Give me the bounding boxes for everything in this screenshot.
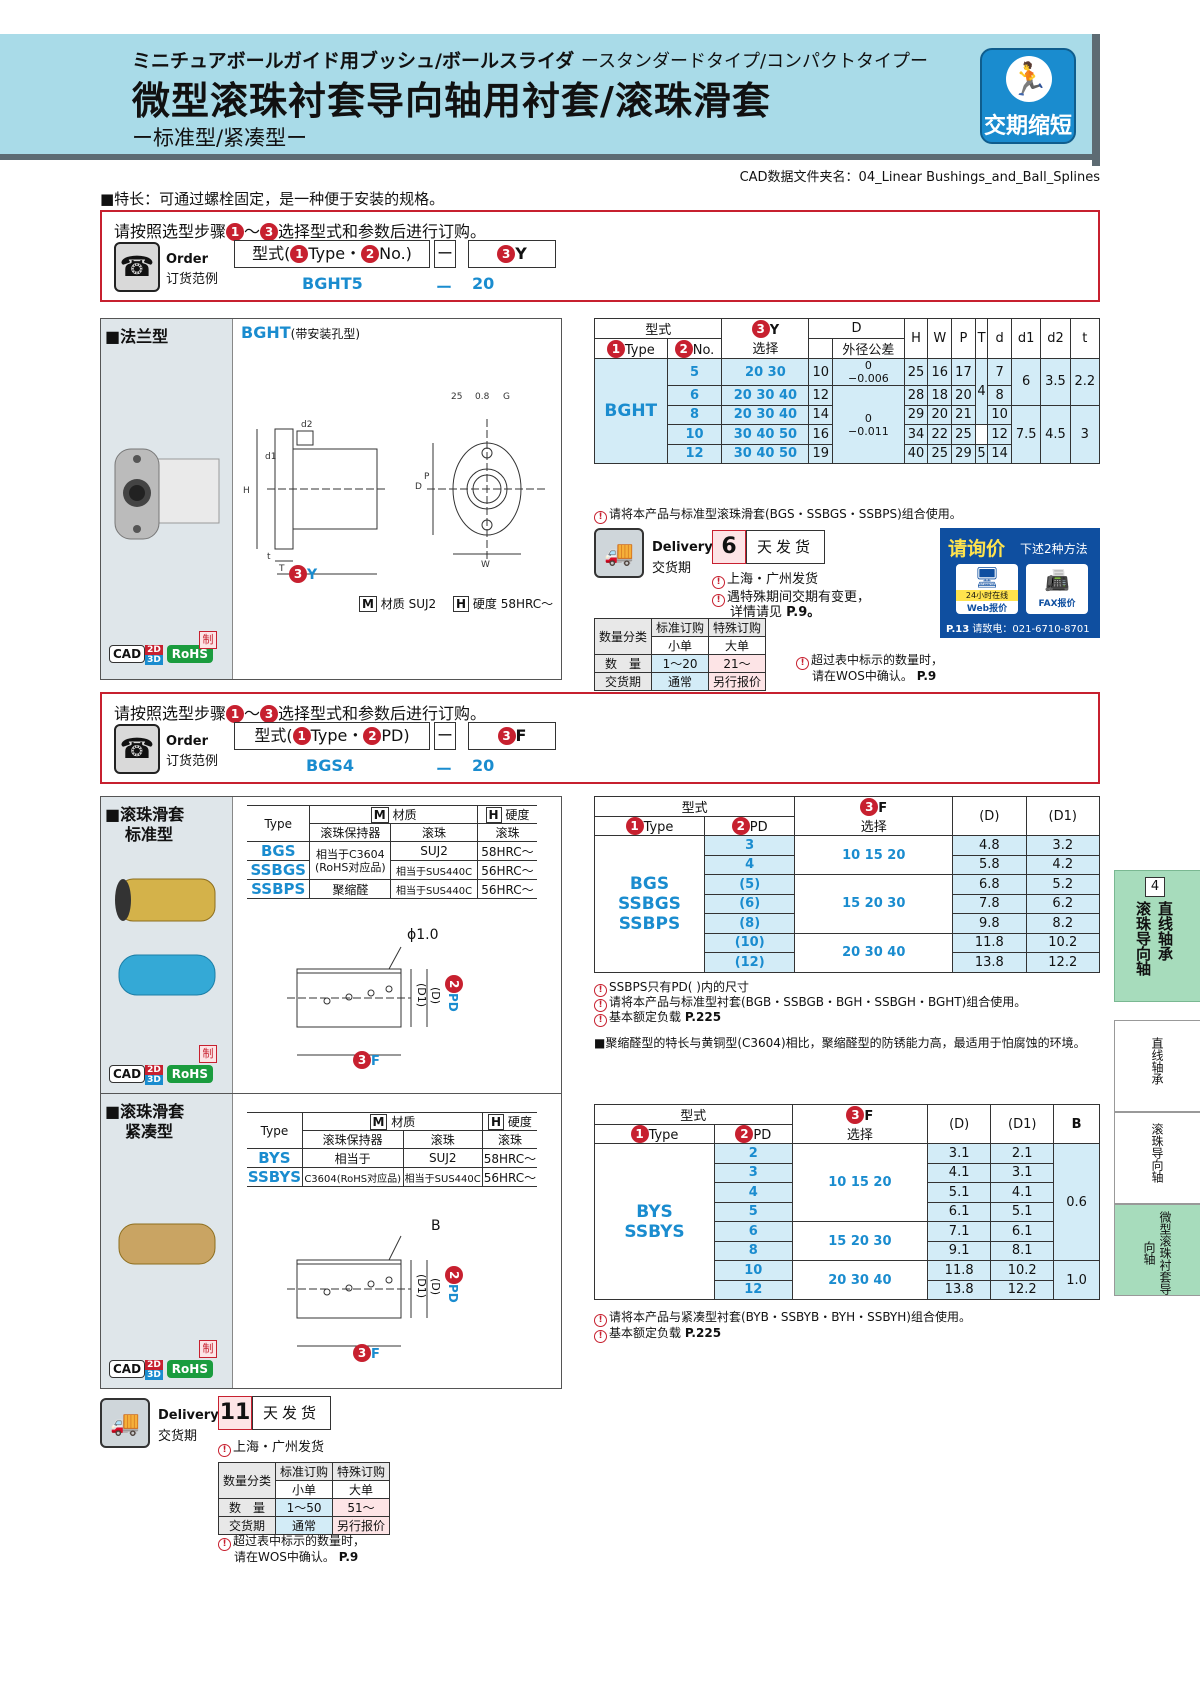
svg-text:W: W [481, 560, 490, 570]
web-quote-button[interactable]: 🖥 24小时在线 Web报价 [956, 564, 1018, 614]
price-inquiry-panel: 请询价 下述2种方法 🖥 24小时在线 Web报价 📠 FAX报价 P.13 请… [940, 528, 1100, 638]
compact-slider-photo [118, 1223, 216, 1265]
svg-text:d2: d2 [301, 420, 312, 430]
compact-drawing [287, 1235, 428, 1347]
svg-text:t: t [267, 552, 271, 562]
jp-title: ミニチュアボールガイド用ブッシュ/ボールスライダ ースタンダードタイプ/コンパク… [132, 50, 929, 72]
page-subtitle: ー标准型/紧凑型ー [132, 126, 308, 150]
fax-icon: 📠 [1044, 568, 1070, 592]
ball-slider-photo [115, 878, 216, 996]
runner-clock-icon: 🏃 [1006, 56, 1052, 102]
svg-text:P: P [424, 472, 430, 482]
order-phone-icon: ☎ [114, 242, 160, 292]
svg-text:T: T [278, 564, 285, 574]
slider-drawing [287, 946, 428, 1056]
svg-text:D: D [415, 482, 422, 492]
side-tab-ball-guide[interactable]: 滚珠导向轴 [1114, 1112, 1200, 1204]
side-tab-micro-ball[interactable]: 微型滚珠衬套导向轴 [1114, 1204, 1200, 1296]
delivery-truck-icon: 🚚 [594, 528, 644, 578]
flange-bushing-photo [114, 448, 220, 540]
cad-folder-name: CAD数据文件夹名：04_Linear Bushings_and_Ball_Sp… [739, 170, 1100, 185]
header-band [0, 34, 1100, 160]
page-title: 微型滚珠衬套导向轴用衬套/滚珠滑套 [132, 79, 771, 123]
svg-text:d1: d1 [265, 452, 276, 462]
fax-quote-button[interactable]: 📠 FAX报价 [1026, 564, 1088, 614]
svg-text:H: H [243, 486, 250, 496]
svg-text:0.8: 0.8 [475, 392, 490, 402]
computer-icon: 🖥 [974, 565, 1000, 589]
flange-drawing: Hd2 d1 DP W Tt 25 0.8 G [243, 392, 547, 575]
side-tab-linear[interactable]: 直线轴承 [1114, 1020, 1200, 1112]
delivery-truck-icon: 🚚 [100, 1398, 150, 1448]
header-edge [1092, 34, 1100, 166]
feature-text: ■特长：可通过螺栓固定，是一种便于安装的规格。 [100, 190, 445, 208]
short-leadtime-badge: 🏃 交期缩短 [980, 48, 1076, 144]
svg-text:25: 25 [451, 392, 462, 402]
order-phone-icon: ☎ [114, 724, 160, 774]
side-tab-linear-bearing[interactable]: 4 直线轴承 滚珠导向轴 [1114, 870, 1200, 1002]
svg-text:G: G [503, 392, 510, 402]
